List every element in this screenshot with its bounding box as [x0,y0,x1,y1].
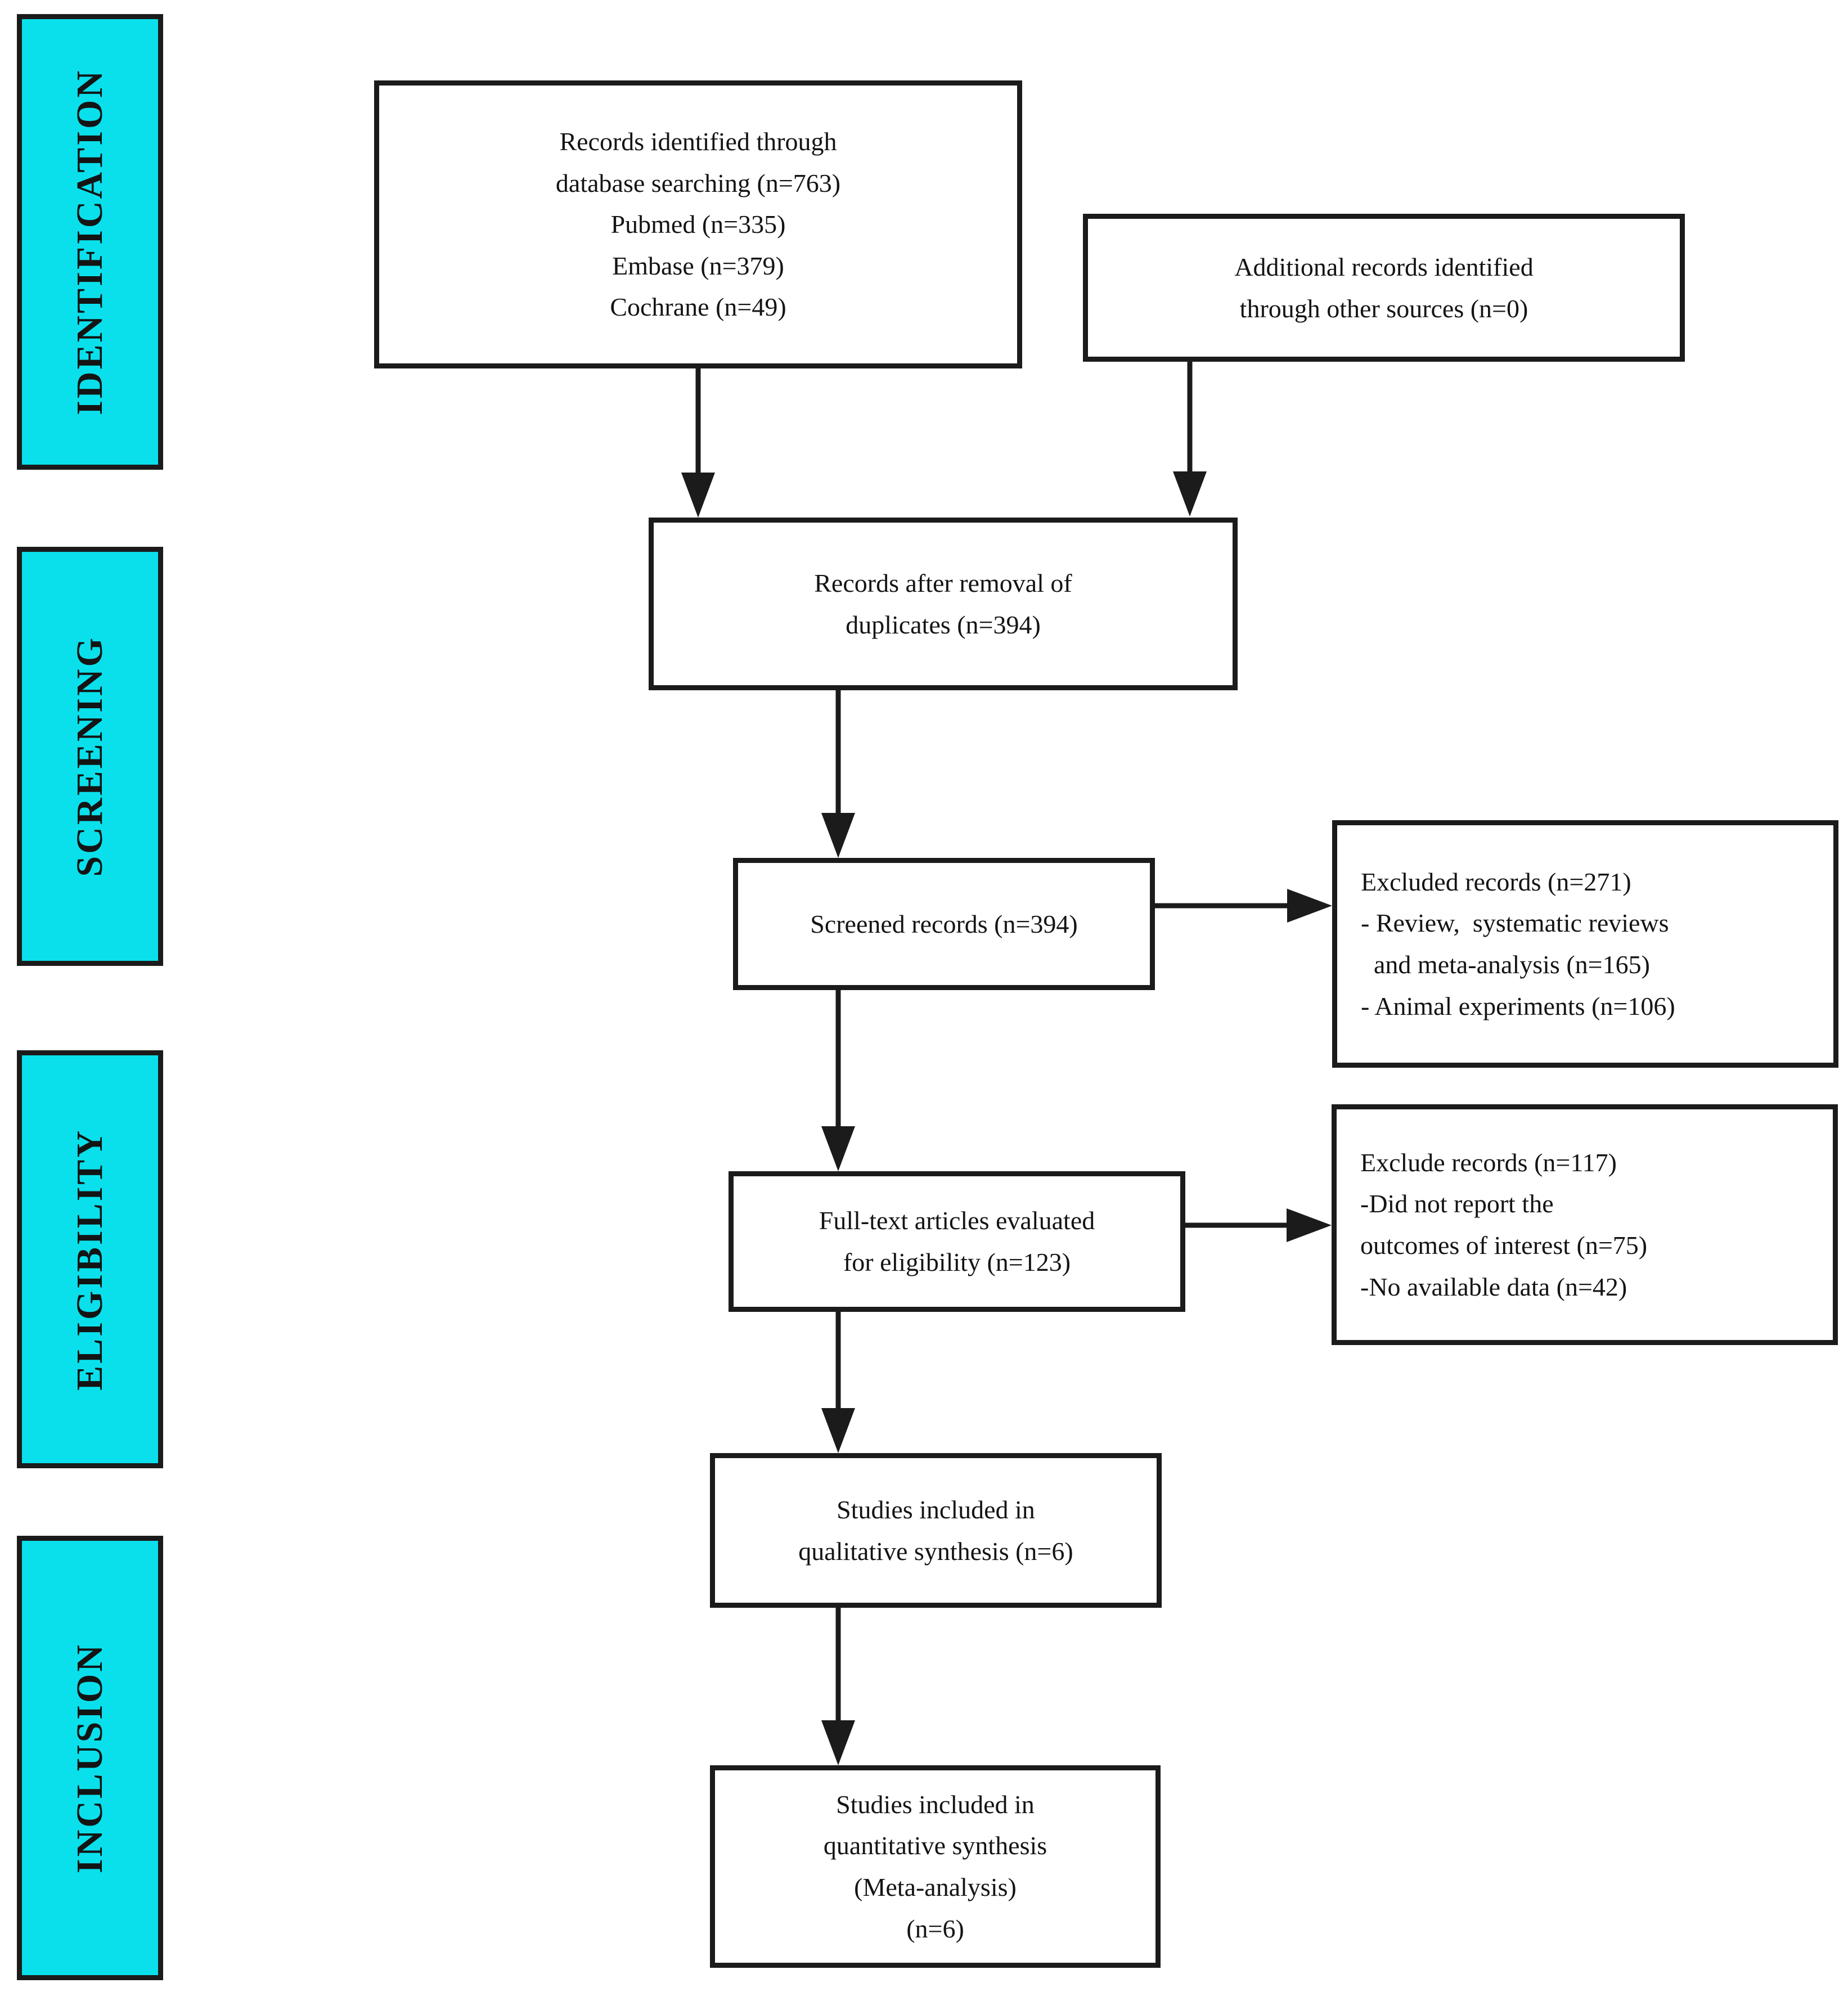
arrow-screened-to-excluded [1155,889,1332,923]
box-after-duplicates-text: Records after removal of duplicates (n=3… [814,568,1072,639]
box-screened-records-text: Screened records (n=394) [810,909,1078,938]
stage-eligibility-label: ELIGIBILITY [69,1128,110,1391]
arrow-additional-to-duplicates [1173,362,1207,516]
stage-inclusion-label: INCLUSION [69,1642,110,1874]
stage-identification-label: IDENTIFICATION [69,69,110,415]
box-quantitative-synthesis-text: Studies included in quantitative synthes… [823,1789,1047,1943]
box-excluded-screening: Excluded records (n=271) - Review, syste… [1332,820,1838,1068]
box-qualitative-synthesis: Studies included in qualitative synthesi… [710,1453,1162,1608]
stage-identification: IDENTIFICATION [17,14,163,470]
arrow-screened-to-fulltext [821,990,855,1171]
stage-eligibility: ELIGIBILITY [17,1050,163,1468]
stage-screening-label: SCREENING [69,636,110,877]
box-screened-records: Screened records (n=394) [733,858,1155,990]
arrow-fulltext-to-qualitative [821,1312,855,1453]
box-excluded-screening-text: Excluded records (n=271) - Review, syste… [1361,867,1675,1020]
arrow-identified-to-duplicates [681,368,715,518]
box-records-identified-text: Records identified through database sear… [555,127,841,322]
box-additional-records-text: Additional records identified through ot… [1234,252,1534,323]
box-qualitative-synthesis-text: Studies included in qualitative synthesi… [798,1495,1073,1566]
box-excluded-fulltext: Exclude records (n=117) -Did not report … [1332,1104,1838,1345]
box-records-identified: Records identified through database sear… [374,80,1022,368]
box-excluded-fulltext-text: Exclude records (n=117) -Did not report … [1360,1148,1648,1301]
box-quantitative-synthesis: Studies included in quantitative synthes… [710,1765,1161,1968]
arrow-fulltext-to-excluded [1185,1208,1332,1242]
arrow-qualitative-to-quantitative [821,1608,855,1765]
box-fulltext-evaluated-text: Full-text articles evaluated for eligibi… [819,1206,1095,1276]
box-additional-records: Additional records identified through ot… [1083,214,1685,362]
stage-screening: SCREENING [17,547,163,966]
arrow-duplicates-to-screened [821,690,855,858]
box-after-duplicates: Records after removal of duplicates (n=3… [649,518,1238,690]
box-fulltext-evaluated: Full-text articles evaluated for eligibi… [729,1171,1185,1312]
stage-inclusion: INCLUSION [17,1536,163,1980]
